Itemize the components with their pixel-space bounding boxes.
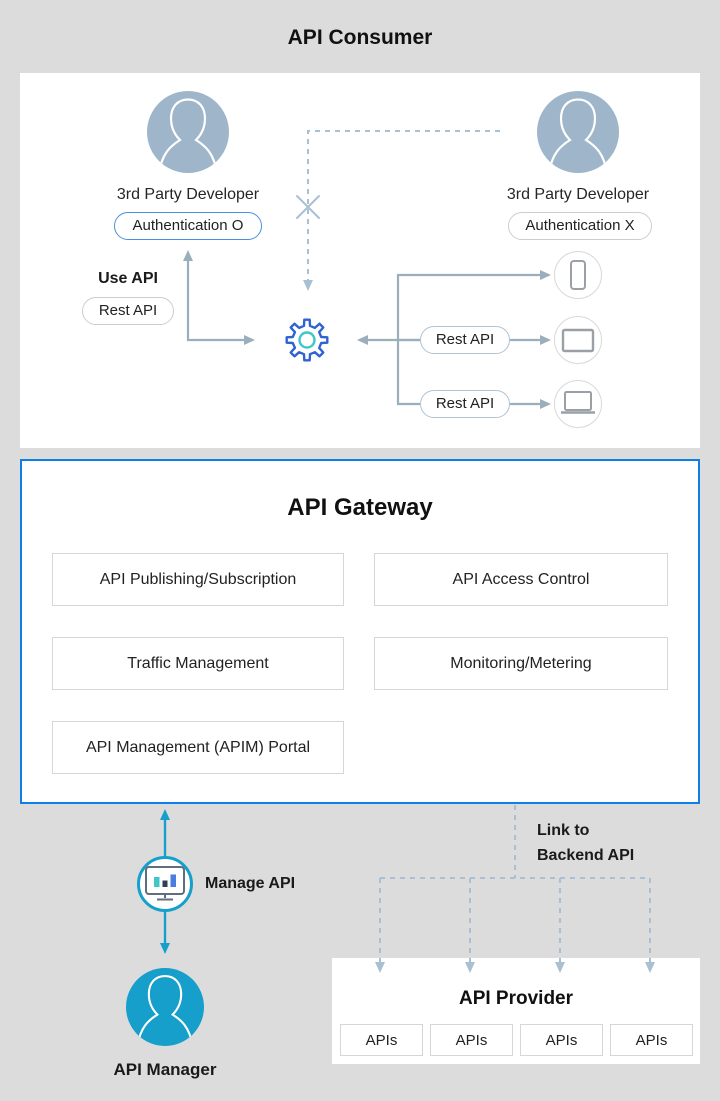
api-manager-label: API Manager	[113, 1060, 217, 1079]
page-title: API Consumer	[287, 26, 433, 49]
developer-label-right: 3rd Party Developer	[506, 186, 650, 203]
gateway-title: API Gateway	[287, 494, 433, 521]
apis-box-1: APIs	[340, 1024, 423, 1056]
capability-monitoring-metering: Monitoring/Metering	[374, 637, 668, 690]
developer-avatar-icon	[147, 91, 229, 173]
manage-api-label: Manage API	[205, 875, 296, 892]
api-provider-title: API Provider	[458, 988, 574, 1009]
use-api-label: Use API	[98, 270, 158, 287]
capability-api-publishing: API Publishing/Subscription	[52, 553, 344, 606]
developer-avatar-icon	[537, 91, 619, 173]
laptop-icon	[554, 380, 602, 428]
monitor-chart-icon	[137, 856, 193, 912]
apis-box-3: APIs	[520, 1024, 603, 1056]
rest-api-pill-left: Rest API	[82, 297, 174, 325]
apis-box-4: APIs	[610, 1024, 693, 1056]
blocked-x-icon	[296, 195, 320, 219]
api-manager-avatar-icon	[126, 968, 204, 1046]
apis-box-2: APIs	[430, 1024, 513, 1056]
link-backend-line2: Backend API	[537, 847, 635, 864]
developer-label-left: 3rd Party Developer	[116, 186, 260, 203]
capability-access-control: API Access Control	[374, 553, 668, 606]
auth-x-badge: Authentication X	[508, 212, 652, 240]
link-backend-line1: Link to	[537, 822, 590, 839]
rest-api-pill-bottom: Rest API	[420, 390, 510, 418]
tablet-icon	[554, 316, 602, 364]
capability-apim-portal: API Management (APIM) Portal	[52, 721, 344, 774]
dashed-blocked-path	[303, 130, 500, 291]
capability-traffic-management: Traffic Management	[52, 637, 344, 690]
link-backend-label: Link to Backend API	[537, 818, 634, 868]
phone-icon	[554, 251, 602, 299]
rest-api-pill-middle: Rest API	[420, 326, 510, 354]
auth-o-badge: Authentication O	[114, 212, 262, 240]
gear-icon	[283, 316, 331, 369]
